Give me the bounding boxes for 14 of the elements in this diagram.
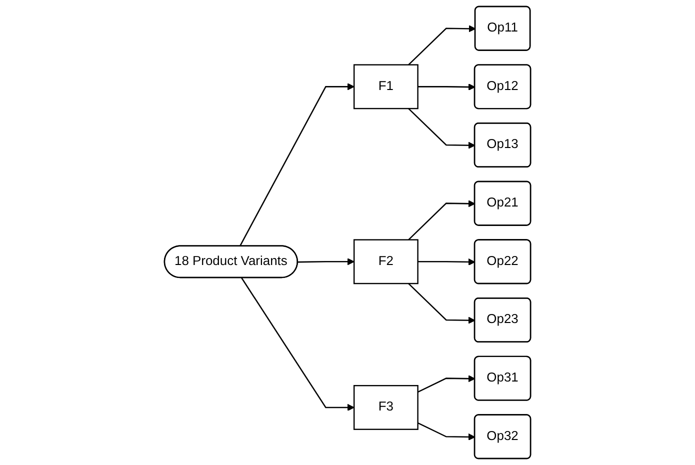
arrow (418, 375, 476, 393)
node-box: F1 (353, 64, 418, 110)
node-box: F3 (353, 385, 418, 430)
arrow (408, 283, 476, 324)
arrow (408, 108, 476, 149)
node-box: F2 (353, 239, 418, 284)
arrow (239, 83, 354, 247)
arrow (418, 422, 476, 441)
arrow (408, 200, 476, 240)
arrow (298, 258, 354, 266)
arrow (408, 25, 476, 66)
arrow (418, 83, 476, 91)
arrow (241, 278, 354, 412)
arrow (418, 258, 476, 266)
